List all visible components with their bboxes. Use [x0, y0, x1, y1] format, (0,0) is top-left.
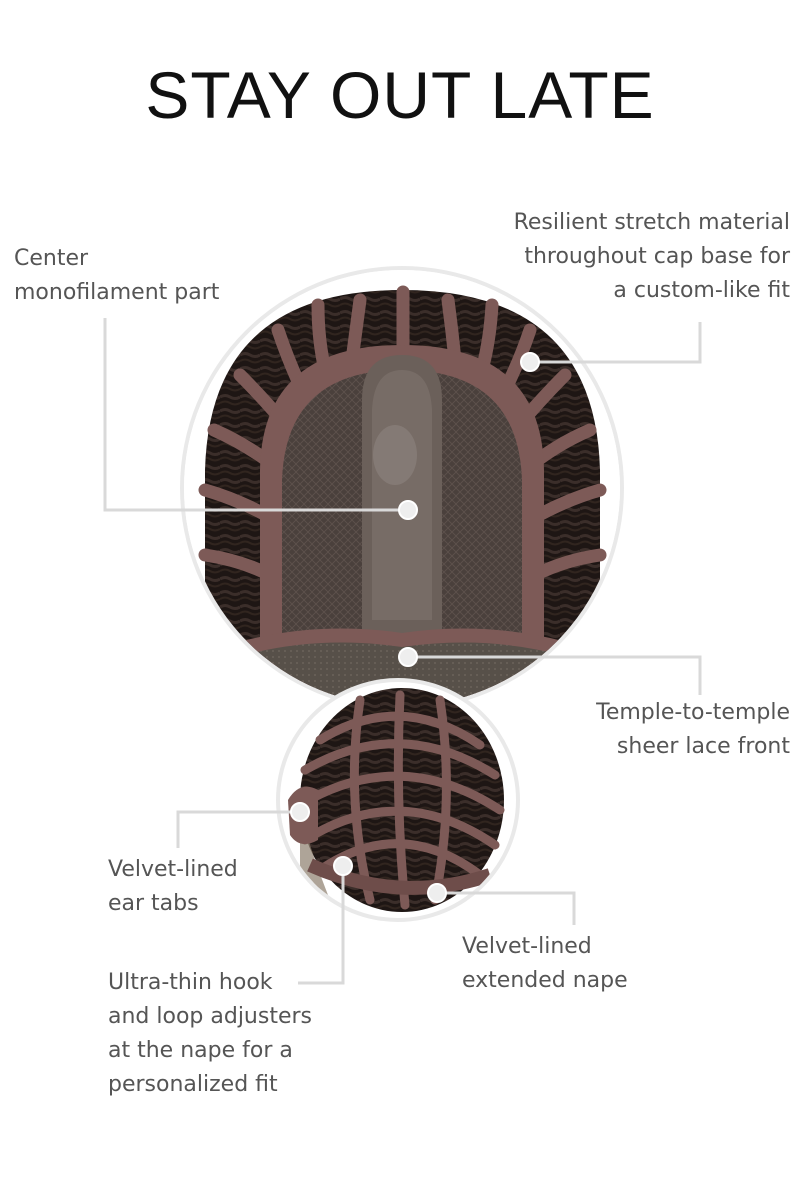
callout-line: Resilient stretch material: [513, 210, 790, 235]
leader-lines: [103, 318, 702, 985]
callout-line: ear tabs: [108, 891, 199, 916]
callout-line: at the nape for a: [108, 1038, 293, 1063]
callout-line: Ultra-thin hook: [108, 970, 273, 995]
callout-line: Center: [14, 246, 89, 271]
dot-adjusters: [333, 856, 353, 876]
callout-line: Velvet-lined: [462, 934, 592, 959]
page-title: STAY OUT LATE: [145, 58, 655, 132]
callout-line: a custom-like fit: [613, 278, 790, 303]
dot-center-part: [398, 500, 418, 520]
leader-stretch-material: [530, 322, 702, 364]
callout-ear-tabs: Velvet-lined ear tabs: [108, 853, 238, 921]
callout-lace-front: Temple-to-temple sheer lace front: [596, 696, 790, 764]
callout-dots: [290, 352, 540, 903]
nape-ribbons: [295, 690, 505, 910]
callout-line: and loop adjusters: [108, 1004, 313, 1029]
main-cap-view: [180, 266, 624, 710]
leader-nape: [437, 891, 576, 925]
leader-ear-tabs: [176, 810, 300, 848]
dot-stretch-material: [520, 352, 540, 372]
leader-center-part: [103, 318, 408, 512]
dot-nape: [427, 883, 447, 903]
dot-ear-tabs: [290, 802, 310, 822]
callout-line: monofilament part: [14, 280, 220, 305]
callout-line: sheer lace front: [616, 734, 790, 759]
nape-cap-view: [276, 678, 520, 922]
leader-lace-front: [408, 655, 702, 695]
callout-line: throughout cap base for: [524, 244, 790, 269]
callout-center-part: Center monofilament part: [14, 242, 219, 310]
callout-line: personalized fit: [108, 1072, 278, 1097]
callout-adjusters: Ultra-thin hook and loop adjusters at th…: [108, 966, 312, 1102]
dot-lace-front: [398, 647, 418, 667]
callout-nape: Velvet-lined extended nape: [462, 930, 628, 998]
leader-adjusters: [298, 866, 345, 985]
callout-line: Temple-to-temple: [596, 700, 790, 725]
callout-line: extended nape: [462, 968, 628, 993]
callout-stretch-material: Resilient stretch material throughout ca…: [514, 206, 790, 308]
callout-line: Velvet-lined: [108, 857, 238, 882]
